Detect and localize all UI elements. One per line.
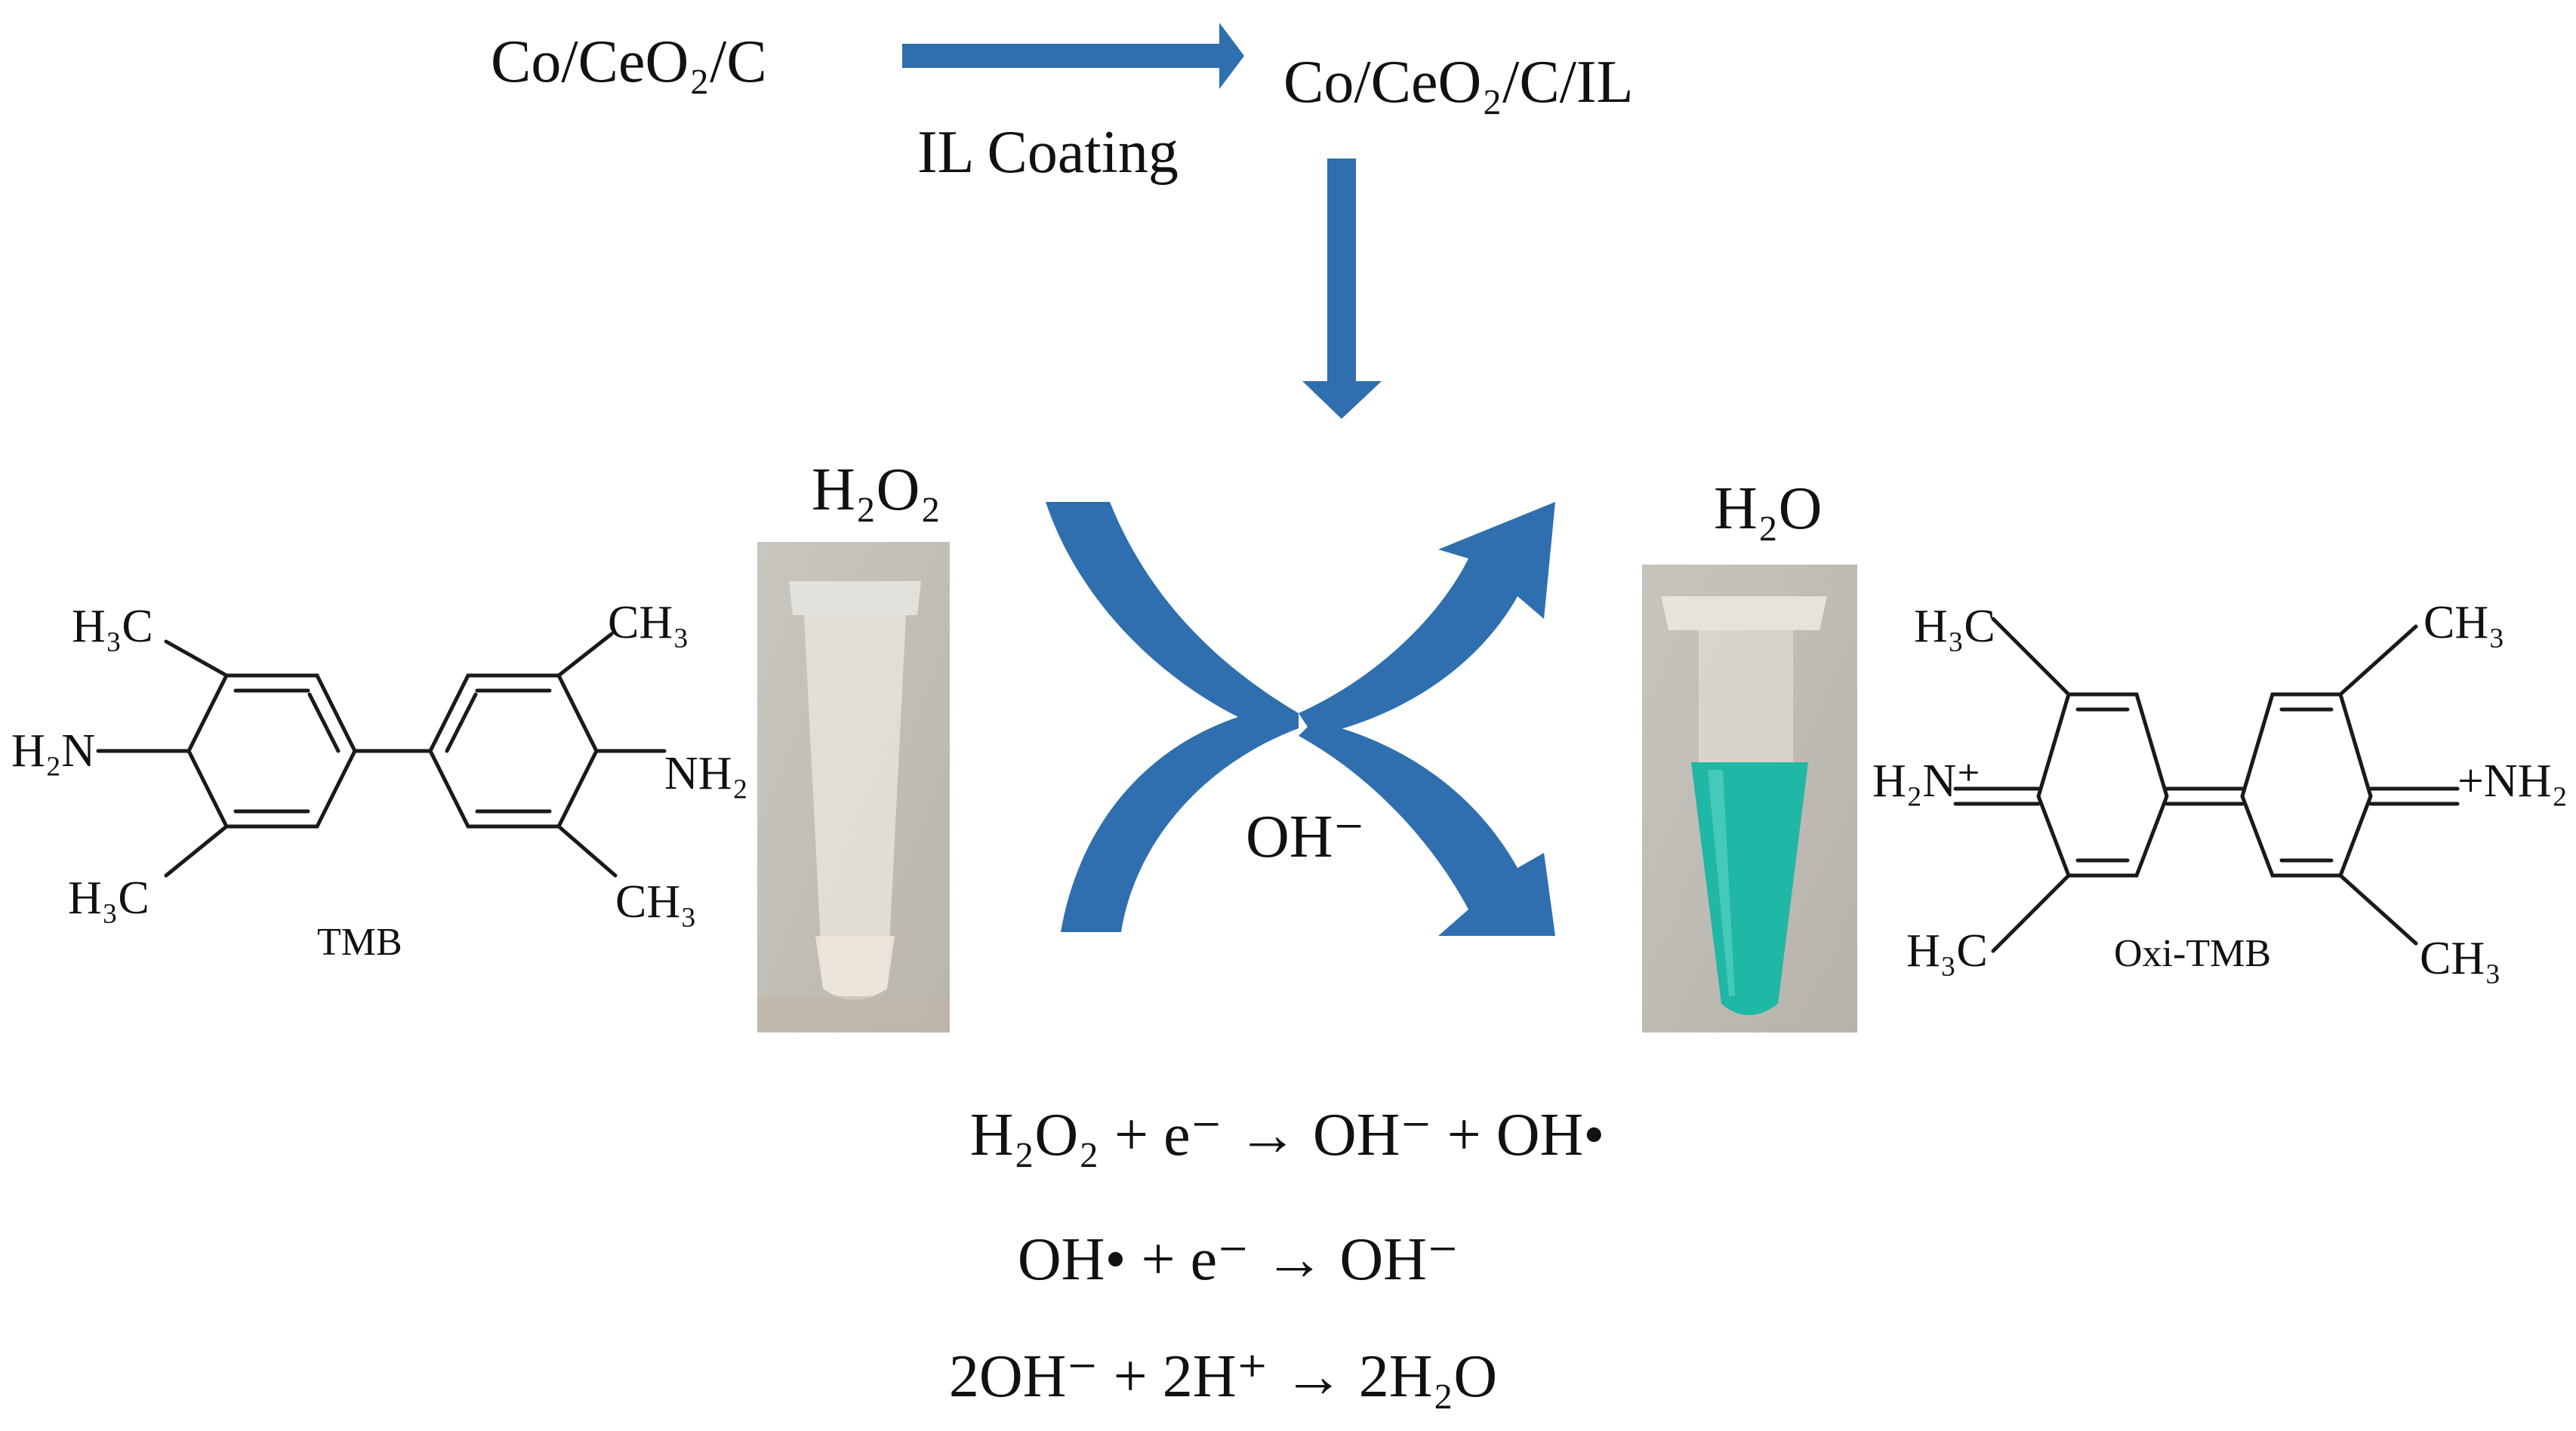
tmb-left-top-methyl: H₃C: [72, 601, 153, 652]
tmb-right-amine: NH₂: [664, 748, 748, 799]
tmb-right-bottom-methyl: CH₃: [615, 876, 697, 928]
tmb-right-top-methyl: CH₃: [608, 597, 689, 648]
oxi-right-bottom-methyl: CH₃: [2420, 933, 2501, 984]
tube-before-photo: [757, 542, 950, 1032]
oxi-left-top-methyl: H₃C: [1914, 601, 1995, 652]
hydroxide-label: OH⁻: [1246, 804, 1365, 870]
tmb-left-bottom-methyl: H₃C: [68, 872, 149, 924]
down-arrow: [1302, 158, 1382, 419]
oxi-left-bottom-methyl: H₃C: [1906, 925, 1988, 977]
oxi-left-amine: H₂N⁺: [1872, 756, 1981, 807]
left-curved-arrow: [1046, 502, 1299, 932]
tube-after-photo: [1642, 565, 1857, 1032]
oxi-right-top-methyl: CH₃: [2423, 597, 2505, 648]
catalytic-arrows: [1046, 502, 1555, 936]
equation-2: OH• + e⁻ → OH⁻: [1018, 1226, 1459, 1293]
oxi-right-amine: +NH₂: [2457, 756, 2568, 807]
coating-step-label: IL Coating: [917, 119, 1179, 186]
tmb-left-amine: H₂N: [11, 725, 95, 777]
tube-before-liquid: [815, 936, 895, 999]
tmb-structure: [96, 632, 667, 878]
equation-1: H₂O₂ + e⁻ → OH⁻ + OH•: [970, 1102, 1605, 1168]
coated-material-label: Co/CeO₂/C/IL: [1283, 49, 1633, 115]
right-lower-arrow: [1299, 721, 1555, 936]
water-label: H₂O: [1714, 475, 1822, 542]
start-material-label: Co/CeO₂/C: [491, 29, 767, 95]
tmb-name: TMB: [317, 921, 402, 964]
equation-3: 2OH⁻ + 2H⁺ → 2H₂O: [949, 1343, 1497, 1410]
coating-arrow: [902, 23, 1244, 89]
right-upper-arrow: [1299, 502, 1555, 736]
oxi-tmb-name: Oxi-TMB: [2114, 932, 2271, 975]
oxidant-label: H₂O₂: [812, 457, 941, 523]
oxi-tmb-structure: [1953, 617, 2460, 953]
